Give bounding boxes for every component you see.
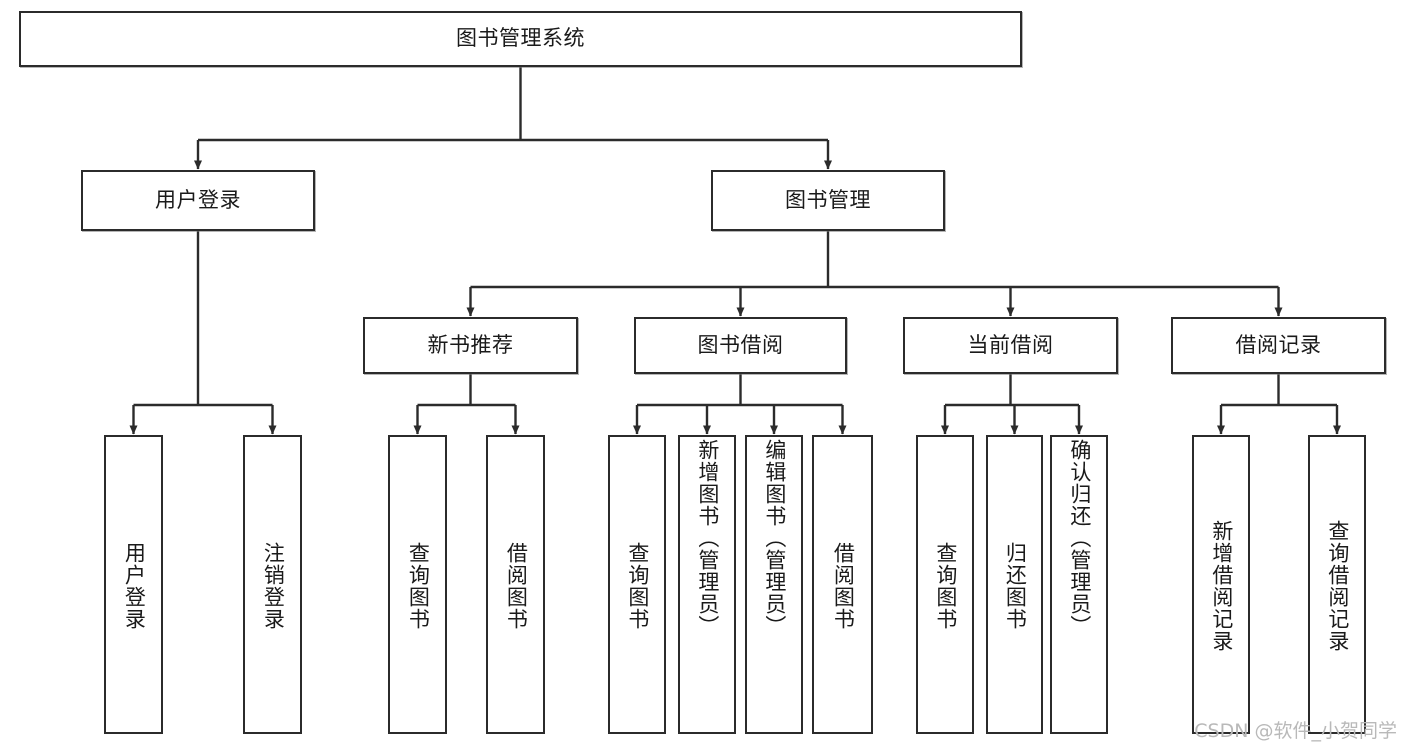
leaf-current-confirm-return[interactable]: 确认归还（管理员） <box>1050 435 1108 734</box>
node-current-borrow[interactable]: 当前借阅 <box>903 317 1118 374</box>
node-book-manage-label: 图书管理 <box>785 187 871 212</box>
leaf-current-query-book-label: 查询图书 <box>933 541 958 630</box>
leaf-borrow-query-book-label: 查询图书 <box>625 541 650 630</box>
node-user-login-label: 用户登录 <box>155 187 241 212</box>
leaf-current-confirm-return-label: 确认归还（管理员） <box>1067 439 1092 637</box>
node-root[interactable]: 图书管理系统 <box>19 11 1022 67</box>
node-root-label: 图书管理系统 <box>456 26 585 51</box>
node-borrow-record-label: 借阅记录 <box>1235 332 1322 357</box>
leaf-record-add-label: 新增借阅记录 <box>1209 519 1234 652</box>
leaf-recommend-borrow-book-label: 借阅图书 <box>504 541 529 630</box>
leaf-recommend-query-book-label: 查询图书 <box>406 541 431 630</box>
node-current-borrow-label: 当前借阅 <box>967 332 1054 357</box>
leaf-borrow-query-book[interactable]: 查询图书 <box>608 435 666 734</box>
leaf-record-add[interactable]: 新增借阅记录 <box>1192 435 1250 734</box>
node-borrow-record[interactable]: 借阅记录 <box>1171 317 1386 374</box>
leaf-borrow-add-book[interactable]: 新增图书（管理员） <box>678 435 736 734</box>
leaf-current-return-book-label: 归还图书 <box>1003 541 1028 630</box>
leaf-user-login[interactable]: 用户登录 <box>104 435 163 734</box>
node-user-login[interactable]: 用户登录 <box>81 170 315 231</box>
leaf-current-return-book[interactable]: 归还图书 <box>986 435 1043 734</box>
node-new-book-recommend[interactable]: 新书推荐 <box>363 317 578 374</box>
leaf-borrow-edit-book[interactable]: 编辑图书（管理员） <box>745 435 803 734</box>
leaf-record-query[interactable]: 查询借阅记录 <box>1308 435 1366 734</box>
leaf-recommend-borrow-book[interactable]: 借阅图书 <box>486 435 545 734</box>
leaf-user-login-label: 用户登录 <box>122 541 147 630</box>
node-new-book-recommend-label: 新书推荐 <box>427 332 514 357</box>
node-book-borrow-label: 图书借阅 <box>697 332 784 357</box>
leaf-borrow-add-book-label: 新增图书（管理员） <box>695 439 720 637</box>
leaf-user-logout-label: 注销登录 <box>261 541 286 630</box>
leaf-borrow-do-borrow-label: 借阅图书 <box>831 541 856 630</box>
leaf-borrow-edit-book-label: 编辑图书（管理员） <box>762 439 787 637</box>
leaf-recommend-query-book[interactable]: 查询图书 <box>388 435 447 734</box>
leaf-record-query-label: 查询借阅记录 <box>1325 519 1350 652</box>
node-book-manage[interactable]: 图书管理 <box>711 170 945 231</box>
leaf-current-query-book[interactable]: 查询图书 <box>916 435 974 734</box>
leaf-user-logout[interactable]: 注销登录 <box>243 435 302 734</box>
node-book-borrow[interactable]: 图书借阅 <box>634 317 847 374</box>
leaf-borrow-do-borrow[interactable]: 借阅图书 <box>812 435 873 734</box>
